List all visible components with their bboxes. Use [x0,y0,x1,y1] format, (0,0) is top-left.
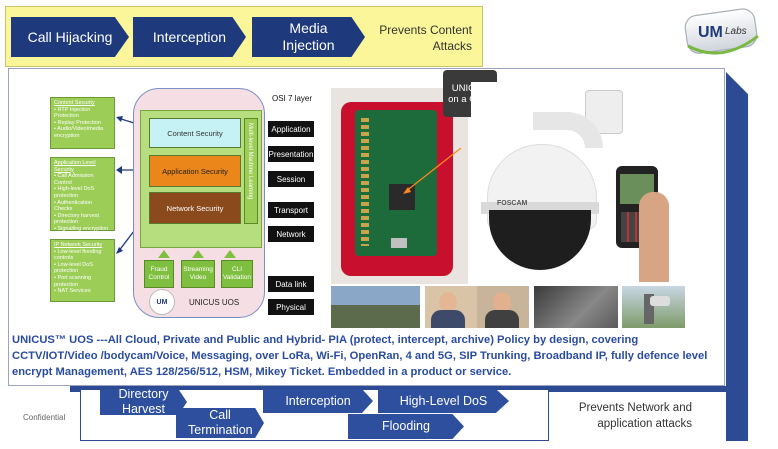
module-arrows [158,250,236,258]
osi-physical: Physical [268,299,314,315]
threat-step-call-termination: Call Termination [176,408,264,438]
osi-title: OSI 7 layer [272,94,313,103]
layer-application-security: Application Security [149,155,241,187]
threat-step-flooding: Flooding [348,414,464,439]
confidential-label: Confidential [23,413,66,422]
as-item: • Call Admission Control [54,173,94,186]
ip-network-security-title: IP Network Security [54,242,103,248]
as-item: • Authentication Checks [54,199,93,213]
threat-step-call-hijacking: Call Hijacking [11,17,129,57]
osi-transport: Transport [268,202,314,218]
strip-photo-bodycam [534,286,618,328]
machine-learning-label: Multi-level Machine Learning [247,123,253,200]
content-security-box: Content Security • RTP Injection Protect… [50,97,115,149]
application-security-title: Application Level Security [54,160,96,173]
ns-item: • Low-level DoS protection [54,261,93,275]
layer-network-security: Network Security [149,192,241,224]
strip-photo-landscape [331,286,420,328]
cs-item: • Audio/Video/media encryption [54,126,104,139]
osi-presentation: Presentation [268,146,314,162]
product-description: UNICUS™ UOS ---All Cloud, Private and Pu… [12,334,708,379]
strip-photo-video-call [425,286,529,328]
ns-item: • NAT Services [54,288,91,295]
threat-step-media-injection: Media Injection [252,17,365,57]
ns-item: • Low-level flooding controls [54,248,102,262]
unicus-uos-label: UNICUS UOS [189,298,240,307]
prevents-network-attacks: Prevents Network and application attacks [578,402,692,430]
module-streaming-video: Streaming Video [181,260,215,288]
threat-step-interception-bottom: Interception [263,389,373,413]
cctv-camera-photo: FOSCAM [471,82,683,282]
module-cli-validation: CLI Validation [221,260,253,288]
content-security-title: Content Security [54,100,95,106]
svg-text:Labs: Labs [725,26,747,37]
osi-data-link: Data link [268,276,314,292]
svg-text:UM: UM [698,24,723,41]
top-threat-banner: Call Hijacking Interception Media Inject… [5,6,483,67]
osi-application: Application [268,121,314,137]
camera-brand: FOSCAM [497,200,528,207]
layer-content-security: Content Security [149,118,241,148]
module-fraud-control: Fraud Control [144,260,174,288]
cs-item: • Replay Protection [54,119,101,126]
chip-board-photo [331,88,468,284]
um-labs-logo: UM Labs [682,6,762,58]
application-security-box: Application Level Security • Call Admiss… [50,157,115,232]
mini-um-logo: UM [149,289,175,315]
osi-network: Network [268,226,314,242]
as-item: • High-level DoS protection [54,186,95,199]
osi-session: Session [268,171,314,187]
threat-step-interception: Interception [133,17,246,57]
prevents-content-attacks: Prevents Content Attacks [379,23,472,53]
strip-photo-street-camera [622,286,685,328]
as-item: • Signalling encryption [54,225,109,232]
machine-learning-bar: Multi-level Machine Learning [244,118,258,224]
ns-item: • Port scanning protection [54,274,92,288]
threat-step-directory-harvest: Directory Harvest [100,389,187,415]
as-item: • Directory harvest protection [54,212,100,226]
ip-network-security-box: IP Network Security • Low-level flooding… [50,239,115,302]
threat-step-high-level-dos: High-Level DoS [378,389,509,413]
decorative-stripe-right [726,72,748,441]
cs-item: • RTP Injection Protection [54,106,91,120]
